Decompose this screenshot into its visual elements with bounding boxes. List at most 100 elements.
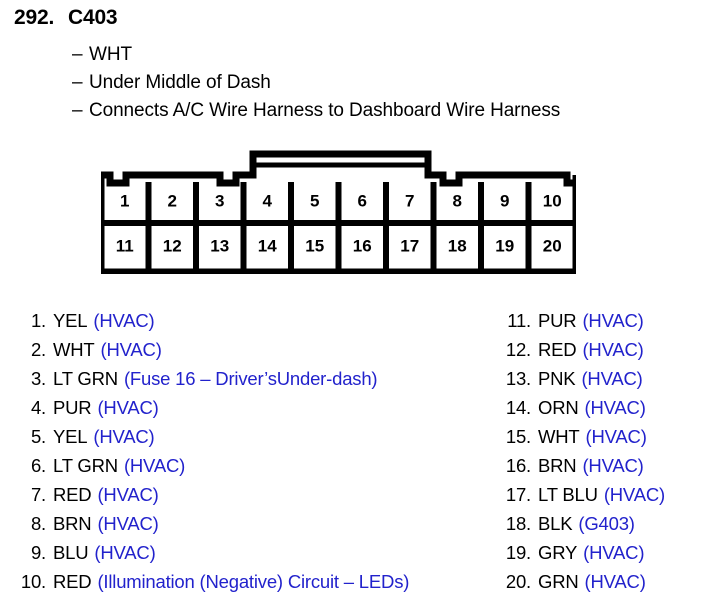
pin-circuit-note: (HVAC) xyxy=(603,484,665,505)
pin-circuit-note: (Illumination (Negative) Circuit – LEDs) xyxy=(97,571,410,592)
pin-index: 15. xyxy=(505,426,531,447)
pin-label: 12 xyxy=(163,236,182,255)
entry-number: 292. xyxy=(14,6,55,29)
pin-label: 13 xyxy=(210,236,229,255)
pin-index: 4. xyxy=(30,397,46,418)
pin-list-item: 1.YEL(HVAC) xyxy=(14,306,409,335)
pin-circuit-note: (HVAC) xyxy=(582,339,644,360)
pin-label: 6 xyxy=(358,191,367,210)
pin-wire-color: BRN xyxy=(538,455,577,476)
pin-list-item: 18.BLK(G403) xyxy=(499,509,665,538)
pin-circuit-note: (HVAC) xyxy=(100,339,162,360)
pin-index: 14. xyxy=(505,397,531,418)
pin-circuit-note: (HVAC) xyxy=(584,397,646,418)
pin-circuit-note: (HVAC) xyxy=(94,542,156,563)
pin-wire-color: GRY xyxy=(538,542,578,563)
pin-index: 17. xyxy=(505,484,531,505)
pin-label: 9 xyxy=(500,191,509,210)
pin-wire-color: YEL xyxy=(53,426,88,447)
connector-name: C403 xyxy=(68,6,118,29)
pin-list-item: 13.PNK(HVAC) xyxy=(499,364,665,393)
pin-label: 15 xyxy=(305,236,324,255)
connector-top-row: 1 2 3 4 5 6 7 8 9 10 xyxy=(120,191,562,210)
pin-list-item: 19.GRY(HVAC) xyxy=(499,538,665,567)
pin-wire-color: BRN xyxy=(53,513,92,534)
pin-list-item: 11. PUR(HVAC) xyxy=(499,306,665,335)
pin-list-item: 2.WHT(HVAC) xyxy=(14,335,409,364)
pin-index: 19. xyxy=(505,542,531,563)
pin-label: 4 xyxy=(263,191,273,210)
description-text: Connects A/C Wire Harness to Dashboard W… xyxy=(89,100,561,121)
pin-wire-color: ORN xyxy=(538,397,579,418)
pin-wire-color: RED xyxy=(53,571,92,592)
pin-label: 20 xyxy=(543,236,562,255)
pin-list-item: 10. RED(Illumination (Negative) Circuit –… xyxy=(14,567,410,596)
pin-index: 10. xyxy=(20,571,46,592)
pin-index: 16. xyxy=(505,455,531,476)
pin-index: 6. xyxy=(30,455,46,476)
description-text: WHT xyxy=(89,44,132,65)
pin-index: 20. xyxy=(505,571,531,592)
pin-circuit-note: (HVAC) xyxy=(93,426,155,447)
page-title: 292. C403 xyxy=(14,6,118,30)
pin-label: 11 xyxy=(116,236,134,255)
connector-bottom-row: 11 12 13 14 15 16 17 18 19 20 xyxy=(116,236,562,255)
pin-wire-color: RED xyxy=(538,339,577,360)
pin-label: 7 xyxy=(405,191,414,210)
bullet-dash-icon: – xyxy=(72,72,83,93)
pin-list-item: 12. RED(HVAC) xyxy=(499,335,665,364)
connector-outline-svg: 1 2 3 4 5 6 7 8 9 10 11 12 13 14 15 16 1… xyxy=(101,150,576,274)
pin-circuit-note: (Fuse 16 – Driver’sUnder-dash) xyxy=(123,368,378,389)
description-line-3: –Connects A/C Wire Harness to Dashboard … xyxy=(72,100,560,122)
pin-index: 18. xyxy=(505,513,531,534)
pin-list-item: 4. PUR(HVAC) xyxy=(14,393,409,422)
pin-index: 12. xyxy=(505,339,531,360)
description-line-2: –Under Middle of Dash xyxy=(72,72,271,94)
pin-label: 14 xyxy=(258,236,277,255)
pin-wire-color: GRN xyxy=(538,571,579,592)
pin-list-item: 6. LT GRN(HVAC) xyxy=(14,451,409,480)
pin-list-item: 5.YEL(HVAC) xyxy=(14,422,409,451)
pin-circuit-note: (HVAC) xyxy=(584,571,646,592)
pin-index: 7. xyxy=(30,484,46,505)
pin-list-item: 16. BRN(HVAC) xyxy=(499,451,665,480)
connector-cell-grid xyxy=(104,182,573,269)
pin-list-item: 9.BLU(HVAC) xyxy=(14,538,409,567)
pin-circuit-note: (HVAC) xyxy=(97,484,159,505)
pin-index: 2. xyxy=(30,339,46,360)
description-line-1: –WHT xyxy=(72,44,132,66)
pin-wire-color: LT GRN xyxy=(53,455,118,476)
pin-index: 13. xyxy=(505,368,531,389)
pin-wire-color: BLK xyxy=(538,513,573,534)
pin-wire-color: YEL xyxy=(53,310,88,331)
bullet-dash-icon: – xyxy=(72,100,83,121)
pin-circuit-note: (HVAC) xyxy=(582,455,644,476)
pin-circuit-note: (HVAC) xyxy=(123,455,186,476)
pin-label: 17 xyxy=(400,236,419,255)
pin-list-item: 7. RED(HVAC) xyxy=(14,480,409,509)
pin-list-item: 14. ORN(HVAC) xyxy=(499,393,665,422)
pin-wire-color: RED xyxy=(53,484,92,505)
connector-diagram: 1 2 3 4 5 6 7 8 9 10 11 12 13 14 15 16 1… xyxy=(101,146,576,274)
pin-circuit-note: (HVAC) xyxy=(97,513,159,534)
description-text: Under Middle of Dash xyxy=(89,72,271,93)
pin-circuit-note: (HVAC) xyxy=(585,426,647,447)
pin-list-item: 3. LT GRN(Fuse 16 – Driver’sUnder-dash) xyxy=(14,364,409,393)
pin-label: 2 xyxy=(168,191,177,210)
pin-wire-color: PUR xyxy=(53,397,92,418)
pin-index: 8. xyxy=(30,513,46,534)
pin-wire-color: PUR xyxy=(538,310,577,331)
pin-circuit-note: (HVAC) xyxy=(93,310,155,331)
pin-label: 3 xyxy=(215,191,224,210)
pin-label: 19 xyxy=(495,236,514,255)
pin-wire-color: WHT xyxy=(538,426,580,447)
pin-index: 11. xyxy=(507,310,531,331)
pin-index: 3. xyxy=(30,368,46,389)
pin-list-item: 8. BRN(HVAC) xyxy=(14,509,409,538)
pin-wire-color: LT GRN xyxy=(53,368,118,389)
pin-circuit-note: (HVAC) xyxy=(582,310,644,331)
pin-wire-color: LT BLU xyxy=(538,484,598,505)
pin-label: 16 xyxy=(353,236,372,255)
pin-wire-color: BLU xyxy=(53,542,89,563)
pin-circuit-note: (HVAC) xyxy=(97,397,159,418)
